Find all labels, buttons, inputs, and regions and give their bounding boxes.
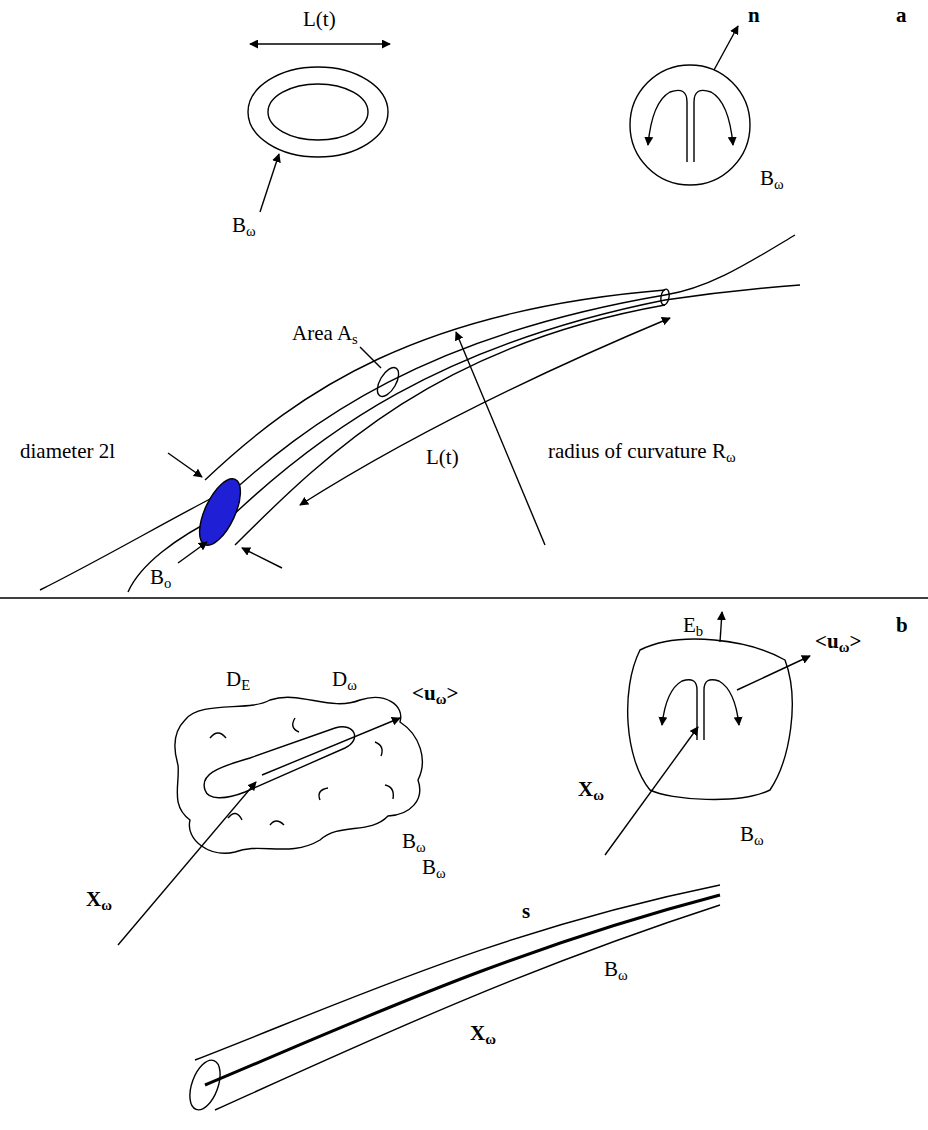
subscript: ω <box>416 839 426 855</box>
figure-label: <uω> <box>412 682 458 705</box>
figure-label: Bω <box>402 830 426 853</box>
figure-label: n <box>748 4 760 27</box>
subscript: ω <box>754 832 764 848</box>
subscript: ω <box>347 677 357 693</box>
figure-label: Xω <box>86 888 112 911</box>
subscript: s <box>352 331 358 347</box>
subscript: ω <box>246 223 256 239</box>
figure-label: Area As <box>292 322 358 345</box>
figure-label: b <box>896 614 908 637</box>
figure-label: L(t) <box>426 446 459 469</box>
figure-label: Xω <box>470 1022 496 1045</box>
figure-label: a <box>896 4 907 27</box>
figure-label: Xω <box>578 778 604 801</box>
subscript: b <box>696 623 703 639</box>
figure-label: Bω <box>740 823 764 846</box>
figure-label: Bo <box>150 566 171 589</box>
figure-label: Bω <box>422 856 446 879</box>
figure-label: <uω> <box>815 630 861 653</box>
subscript: ω <box>593 787 604 803</box>
figure-label: Dω <box>332 668 357 691</box>
subscript: ω <box>101 897 112 913</box>
subscript: ω <box>839 639 850 655</box>
subscript: ω <box>436 691 447 707</box>
figure-label: L(t) <box>303 8 336 31</box>
subscript: ω <box>774 176 784 192</box>
figure-label: radius of curvature Rω <box>548 440 736 463</box>
figure-label: s <box>522 900 530 923</box>
figure-label: Bω <box>760 167 784 190</box>
figure-label: DE <box>226 668 250 691</box>
subscript: ω <box>726 449 736 465</box>
figure-label: Bω <box>232 214 256 237</box>
figure-label: diameter 2l <box>20 440 115 463</box>
subscript: ω <box>485 1031 496 1047</box>
figure-label: Eb <box>683 614 703 637</box>
subscript: E <box>241 677 250 693</box>
subscript: o <box>164 575 171 591</box>
subscript: ω <box>618 967 628 983</box>
figure-label: Bω <box>604 958 628 981</box>
subscript: ω <box>436 865 446 881</box>
